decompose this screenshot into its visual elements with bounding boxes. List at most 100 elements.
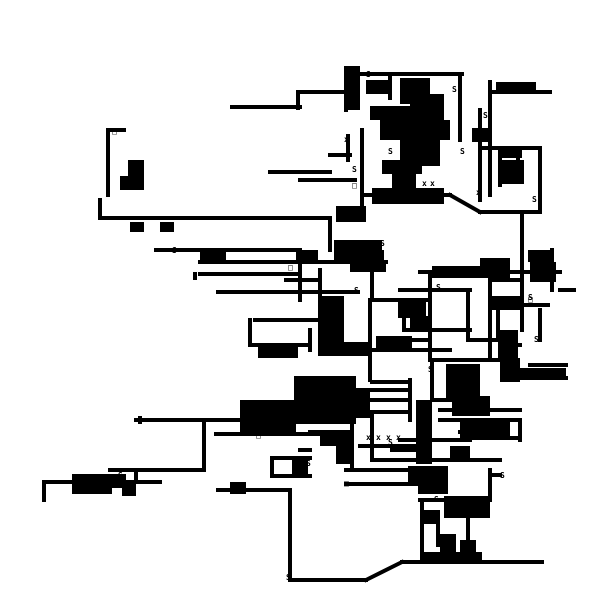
door-marker: □ <box>352 181 357 190</box>
wall-block <box>296 250 318 264</box>
wall-block <box>490 296 520 310</box>
door-marker: □ <box>344 479 349 488</box>
cross-marker: x <box>396 433 401 442</box>
wall-block <box>418 478 448 494</box>
start-marker: S <box>306 459 311 468</box>
start-marker: S <box>436 283 441 292</box>
wall-block <box>344 66 360 110</box>
wall-block <box>392 174 416 188</box>
wall-block <box>130 222 144 232</box>
wall-block <box>420 510 440 524</box>
cross-marker: x <box>476 188 481 197</box>
wall-block <box>320 432 350 446</box>
start-marker: S <box>172 246 177 255</box>
wall-block <box>72 474 112 494</box>
wall-block <box>446 364 480 400</box>
wall-block <box>422 552 482 560</box>
cross-marker: x <box>430 179 435 188</box>
wall-block <box>498 330 518 360</box>
wall-block <box>122 480 136 496</box>
wall-block <box>530 262 556 282</box>
cross-marker: x <box>398 179 403 188</box>
wall-block <box>160 222 174 232</box>
start-marker: S <box>460 147 465 156</box>
start-marker: S <box>388 147 393 156</box>
wall-block <box>340 388 370 418</box>
start-marker: S <box>124 175 129 184</box>
door-marker: □ <box>498 335 503 344</box>
wall-block <box>334 240 382 252</box>
start-marker: S <box>462 423 467 432</box>
cross-marker: x <box>386 433 391 442</box>
start-marker: S <box>352 165 357 174</box>
wall-block <box>230 482 246 494</box>
start-marker: S <box>483 111 488 120</box>
wall-block <box>108 474 126 488</box>
wall-block <box>318 342 368 356</box>
wall-block <box>350 262 386 272</box>
cross-marker: x <box>370 83 375 92</box>
wall-block <box>410 100 440 118</box>
wall-block <box>496 82 536 94</box>
wall-block <box>320 296 344 344</box>
cross-marker: x <box>422 179 427 188</box>
wall-block <box>528 250 554 262</box>
wall-block <box>498 148 522 158</box>
cross-marker: x <box>344 135 349 144</box>
wall-block <box>432 266 482 278</box>
wall-block <box>450 446 470 460</box>
start-marker: S <box>406 335 411 344</box>
wall-block <box>382 160 422 174</box>
start-marker: S <box>500 471 505 480</box>
wall-block <box>376 336 412 350</box>
start-marker: S <box>380 239 385 248</box>
start-marker: S <box>366 70 371 79</box>
wall-block <box>380 120 450 140</box>
wall-block <box>500 160 524 184</box>
wall-block <box>416 400 432 464</box>
wall-block <box>410 316 430 328</box>
door-marker: □ <box>256 431 261 440</box>
start-marker: S <box>434 495 439 504</box>
wall-block <box>500 358 520 382</box>
wall-block <box>480 258 510 278</box>
wall-block <box>472 128 492 142</box>
wall-block <box>120 176 136 190</box>
cross-marker: x <box>376 433 381 442</box>
wall-block <box>452 402 482 416</box>
wall-block <box>334 250 384 262</box>
start-marker: S <box>452 85 457 94</box>
door-marker: □ <box>372 239 377 248</box>
wall-block <box>366 80 390 94</box>
wall-block <box>292 458 308 474</box>
wall-block <box>372 188 444 204</box>
wall-block <box>336 446 352 464</box>
start-marker: S <box>428 365 433 374</box>
wall-block <box>460 420 510 440</box>
wall-block <box>258 346 298 358</box>
start-marker: S <box>534 335 539 344</box>
wall-block <box>390 444 420 452</box>
door-marker: □ <box>288 263 293 272</box>
start-marker: S <box>286 573 291 582</box>
wall-block <box>200 252 226 262</box>
start-marker: S <box>118 471 123 480</box>
maze-walls <box>42 66 576 583</box>
cross-marker: x <box>376 83 381 92</box>
cross-marker: x <box>366 433 371 442</box>
start-marker: S <box>528 293 533 302</box>
door-marker: □ <box>324 391 329 400</box>
wall-block <box>444 496 490 518</box>
door-marker: □ <box>112 127 117 136</box>
start-marker: S <box>532 195 537 204</box>
wall-block <box>440 534 456 552</box>
wall-block <box>336 206 366 222</box>
corridor-segment <box>363 559 405 583</box>
corridor-segment <box>447 192 483 215</box>
wall-block <box>240 400 296 436</box>
door-marker: □ <box>528 295 533 304</box>
wall-block <box>516 368 566 378</box>
